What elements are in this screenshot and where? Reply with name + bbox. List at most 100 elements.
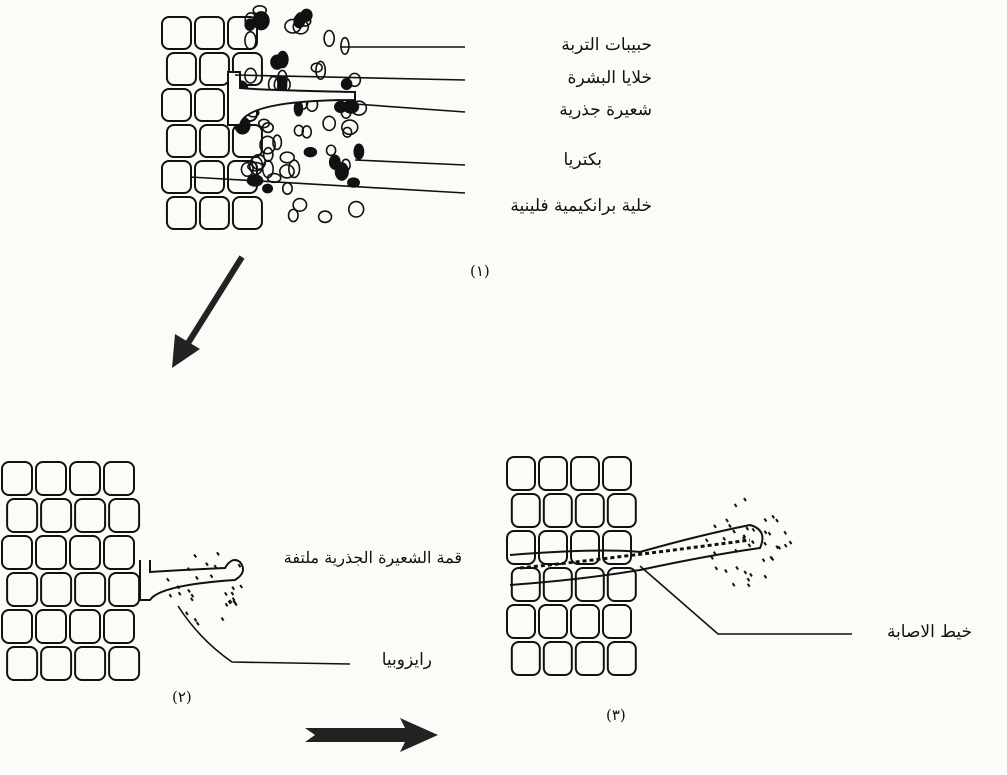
plant-cell xyxy=(103,535,135,570)
rhizobia-dot xyxy=(228,599,233,604)
plant-cell xyxy=(570,456,600,491)
plant-cell xyxy=(574,641,605,676)
soil-particle xyxy=(244,18,256,32)
figure-3-drawing xyxy=(506,456,793,676)
plant-cell xyxy=(602,604,632,639)
rhizobia-dot xyxy=(775,518,779,523)
rhizobia-dot xyxy=(743,497,747,502)
label-cork-parenchyma-cell: خلية برانكيمية فلينية xyxy=(510,196,652,216)
rhizobia-dot xyxy=(190,597,194,602)
plant-cell xyxy=(606,641,637,676)
rhizobia-dot xyxy=(231,597,236,602)
plant-cell xyxy=(510,493,541,528)
arrow-down-left xyxy=(172,255,245,368)
plant-cell xyxy=(6,646,39,681)
rhizobia-dot xyxy=(761,558,766,563)
rhizobia-dot xyxy=(714,566,719,571)
label-rhizobia: رايزوبيا xyxy=(381,650,432,670)
plant-cell xyxy=(103,461,135,496)
plant-cell xyxy=(161,16,192,50)
soil-particle xyxy=(259,135,276,155)
soil-particle xyxy=(284,18,302,34)
rhizobia-dot xyxy=(725,518,729,523)
rhizobia-dot xyxy=(185,611,189,616)
rhizobia-dot xyxy=(763,541,767,546)
plant-cell xyxy=(108,572,141,607)
plant-cell xyxy=(231,196,263,230)
plant-cell xyxy=(103,609,135,644)
plant-cell xyxy=(108,646,141,681)
figure-2-number: (٢) xyxy=(172,688,192,706)
rhizobia-dot xyxy=(788,540,793,545)
soil-particle xyxy=(248,156,264,176)
rhizobia-dot xyxy=(704,538,709,543)
soil-particle xyxy=(261,159,274,179)
plant-cell xyxy=(74,572,107,607)
soil-particle xyxy=(342,99,360,114)
rhizobia-dot xyxy=(176,585,181,590)
plant-cell xyxy=(538,604,568,639)
soil-particle xyxy=(244,31,257,50)
soil-particle xyxy=(293,100,304,117)
rhizobia-dot xyxy=(186,567,191,572)
plant-cell xyxy=(194,88,225,122)
rhizobia-dot xyxy=(728,523,732,528)
plant-cell xyxy=(165,124,197,158)
label-root-hair: شعيرة جذرية xyxy=(559,100,652,120)
soil-particle xyxy=(298,15,312,27)
rhizobia-dot xyxy=(767,531,772,536)
plant-cell xyxy=(165,52,197,86)
rhizobia-dot xyxy=(724,569,728,574)
rhizobia-dot xyxy=(763,517,768,523)
rhizobia-dot xyxy=(775,545,780,550)
plant-cell xyxy=(1,535,33,570)
rhizobia-dot xyxy=(751,540,755,545)
rhizobia-dot xyxy=(187,588,191,593)
plant-cell xyxy=(74,646,107,681)
rhizobia-dot xyxy=(742,534,747,539)
soil-particle xyxy=(340,36,350,55)
plant-cell xyxy=(574,567,605,602)
plant-cell xyxy=(1,461,33,496)
rhizobia-dot xyxy=(224,591,228,597)
label-bacteria: بكتريا xyxy=(563,150,602,170)
plant-cell xyxy=(542,567,573,602)
soil-particle xyxy=(301,125,313,139)
plant-cell xyxy=(606,493,637,528)
rhizobia-dot xyxy=(770,556,775,561)
rhizobia-dot xyxy=(745,526,750,531)
plant-cell xyxy=(1,609,33,644)
rhizobia-dot xyxy=(763,530,768,535)
rhizobia-dot xyxy=(734,548,738,553)
label-epidermis-cells: خلايا البشرة xyxy=(567,68,652,88)
soil-particle xyxy=(303,146,318,158)
label-curled-root-hair-tip: قمة الشعيرة الجذرية ملتفة xyxy=(283,548,462,567)
plant-cell xyxy=(574,493,605,528)
soil-particle xyxy=(323,29,336,47)
plant-cell xyxy=(69,535,101,570)
rhizobia-dot xyxy=(168,593,173,598)
plant-cell xyxy=(35,461,67,496)
arrow-right xyxy=(305,718,438,752)
soil-particle xyxy=(279,151,295,164)
rhizobia-dot xyxy=(722,536,727,541)
soil-particle xyxy=(347,200,365,218)
plant-cell xyxy=(602,530,632,565)
rhizobia-dot xyxy=(209,574,214,579)
label-infection-thread: خيط الاصابة xyxy=(886,622,972,642)
plant-cell xyxy=(198,124,230,158)
figure-2-drawing xyxy=(1,461,245,681)
leader-lines xyxy=(177,46,852,665)
infection-thread xyxy=(519,538,751,570)
plant-cell xyxy=(161,88,192,122)
plant-cell xyxy=(40,646,73,681)
rhizobia-dot xyxy=(743,570,748,575)
rhizobia-dot xyxy=(749,572,753,578)
soil-particle xyxy=(272,134,283,151)
rhizobia-dot xyxy=(237,563,242,568)
root-hair-curled xyxy=(139,559,245,601)
rhizobia-dot xyxy=(231,586,236,591)
rhizobia-dot xyxy=(783,543,788,548)
